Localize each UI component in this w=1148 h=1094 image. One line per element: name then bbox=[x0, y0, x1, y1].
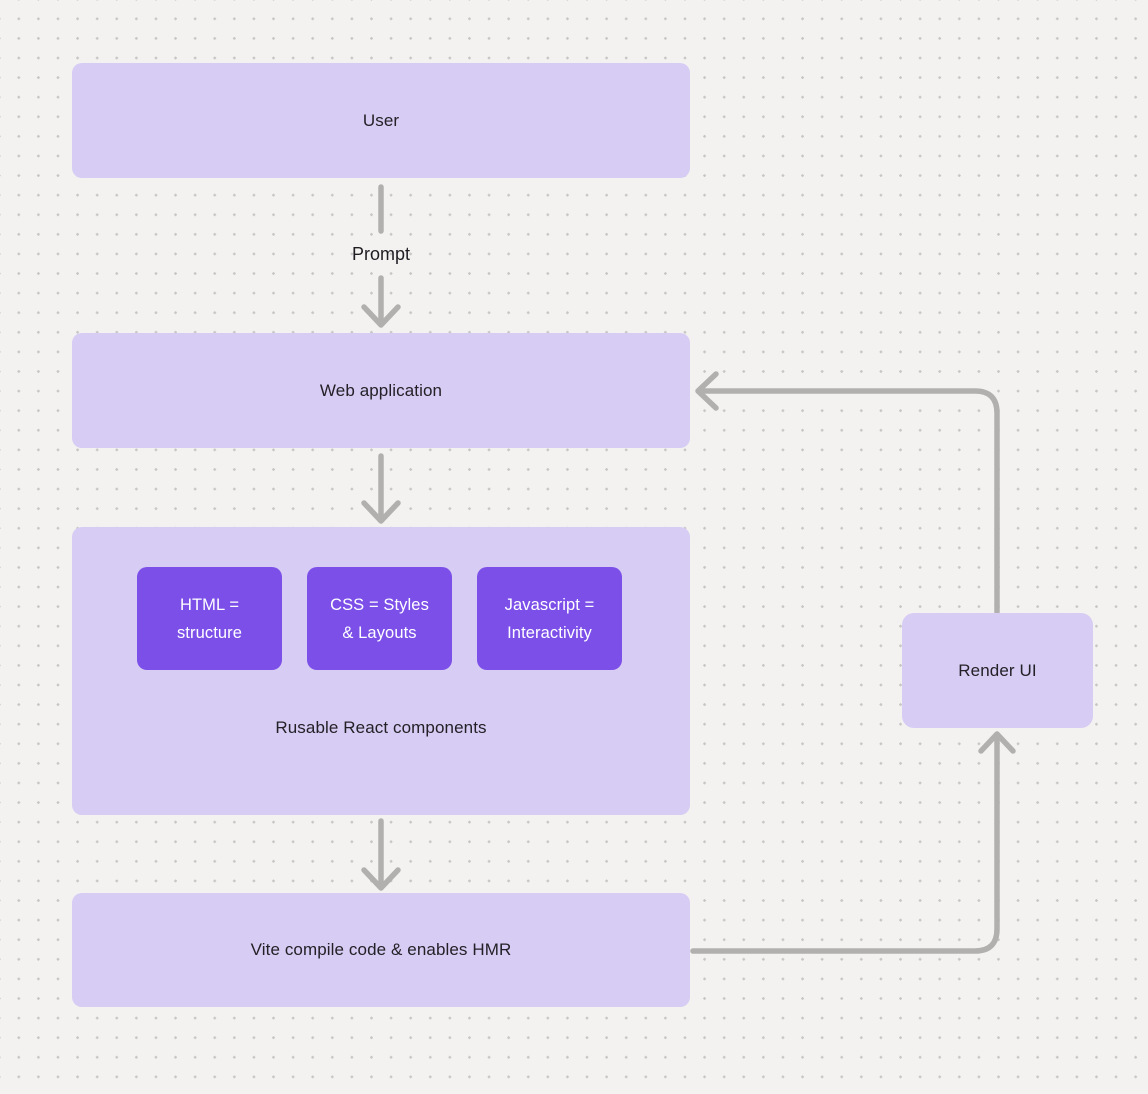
node-render-ui-label: Render UI bbox=[958, 660, 1037, 680]
edge-label-prompt: Prompt bbox=[351, 244, 411, 264]
node-web-application: Web application bbox=[72, 333, 690, 448]
node-css-line1: CSS = Styles bbox=[330, 595, 429, 614]
arrowhead-down-into-vite bbox=[361, 867, 401, 891]
node-javascript: Javascript = Interactivity bbox=[477, 567, 622, 670]
arrowhead-down-into-components bbox=[361, 500, 401, 524]
node-javascript-line2: Interactivity bbox=[507, 623, 592, 642]
node-html-line2: structure bbox=[176, 623, 243, 642]
arrowhead-up-into-renderui bbox=[978, 731, 1016, 754]
node-html-line1: HTML = bbox=[179, 595, 240, 614]
arrowhead-down-into-webapp bbox=[361, 304, 401, 328]
node-components-container: HTML = structure CSS = Styles & Layouts … bbox=[72, 527, 690, 815]
node-html: HTML = structure bbox=[137, 567, 282, 670]
edge-renderui-to-webapp bbox=[699, 388, 1000, 615]
edge-vite-to-renderui bbox=[690, 736, 1000, 954]
node-vite-label: Vite compile code & enables HMR bbox=[250, 940, 512, 959]
node-user-label: User bbox=[362, 110, 400, 130]
node-user: User bbox=[72, 63, 690, 178]
components-caption: Rusable React components bbox=[275, 718, 487, 737]
node-css: CSS = Styles & Layouts bbox=[307, 567, 452, 670]
node-vite: Vite compile code & enables HMR bbox=[72, 893, 690, 1007]
arrowhead-left-into-webapp bbox=[695, 371, 719, 411]
components-row: HTML = structure CSS = Styles & Layouts … bbox=[137, 567, 622, 670]
node-css-line2: & Layouts bbox=[342, 623, 417, 642]
node-web-application-label: Web application bbox=[319, 380, 443, 400]
node-render-ui: Render UI bbox=[902, 613, 1093, 728]
node-javascript-line1: Javascript = bbox=[504, 595, 595, 614]
